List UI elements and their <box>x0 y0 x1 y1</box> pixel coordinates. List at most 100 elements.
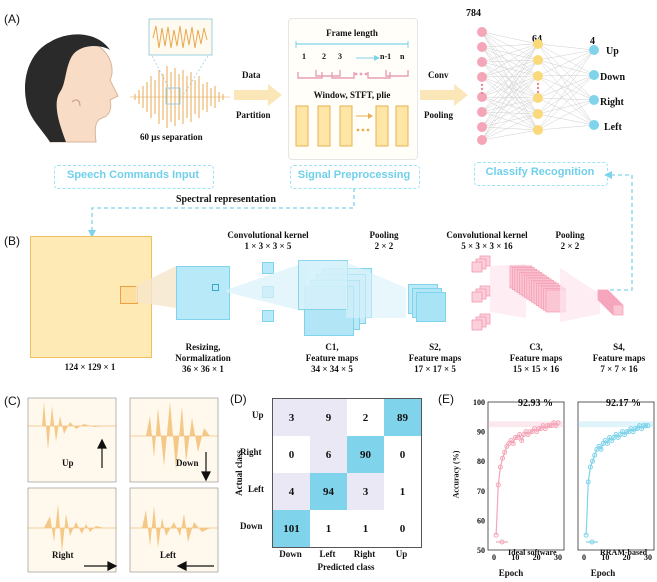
layer-size-4: 4 <box>590 36 595 47</box>
s2-name: S2, <box>429 342 441 352</box>
legend-marker <box>499 539 505 545</box>
data-point <box>598 446 604 452</box>
data-point <box>512 435 518 441</box>
data-point <box>585 479 591 485</box>
data-point <box>604 440 610 446</box>
x-tick-label: 30 <box>554 553 562 562</box>
frame-label-1: 1 <box>302 52 306 61</box>
input-node <box>477 42 487 52</box>
matrix-cell: 0 <box>384 436 421 473</box>
conv-arrow <box>420 84 468 106</box>
col-label-right: Right <box>353 549 376 559</box>
kernel1-title: Convolutional kernel <box>227 230 309 240</box>
row-label-left: Left <box>248 484 264 494</box>
hidden-node <box>533 39 543 49</box>
left-epoch-label: Epoch <box>498 568 524 578</box>
caption-speech-input: Speech Commands Input <box>66 169 200 181</box>
frame-label-n-1: n-1 <box>380 52 392 61</box>
data-point <box>587 464 593 470</box>
wave-label-left: Left <box>160 550 176 560</box>
hidden-node <box>533 93 543 103</box>
x-tick-label: 0 <box>492 553 496 562</box>
input-node <box>477 135 487 145</box>
s2-map-3 <box>416 292 446 322</box>
spectral-label: Spectral representation <box>176 194 276 205</box>
wave-label-right: Right <box>52 550 74 560</box>
x-tick-label: 10 <box>601 553 609 562</box>
resized-patch <box>212 284 219 291</box>
panel-b-label: (B) <box>4 234 20 248</box>
row-label-up: Up <box>252 410 264 420</box>
caption-box-input <box>54 165 214 189</box>
arrow1-top-label: Data <box>242 70 261 80</box>
data-arrow <box>234 84 282 106</box>
matrix-cell: 89 <box>384 399 421 436</box>
plot-frame <box>577 401 655 551</box>
data-point <box>493 532 499 538</box>
y-tick-label: 80 <box>477 457 485 466</box>
series-line <box>495 421 559 536</box>
pool1-title: Pooling <box>369 230 399 240</box>
output-up: Up <box>606 46 619 57</box>
data-point <box>624 429 630 435</box>
waveform-inset <box>148 18 213 56</box>
data-point <box>527 429 533 435</box>
matrix-cell: 3 <box>273 399 310 436</box>
right-epoch-label: Epoch <box>590 568 616 578</box>
pool1-funnel <box>346 262 406 318</box>
data-point <box>536 426 542 432</box>
data-point <box>645 423 651 429</box>
input-node <box>477 27 487 37</box>
accuracy-ylabel: Accuracy (%) <box>451 450 461 499</box>
c1-name: C1, <box>325 342 339 352</box>
hidden-node <box>533 71 543 81</box>
s4-name: S4, <box>613 342 625 352</box>
caption-signal-preprocessing: Signal Preprocessing <box>297 169 411 181</box>
x-tick-label: 20 <box>623 553 631 562</box>
s4-size: 7 × 7 × 16 <box>600 364 638 374</box>
y-tick-label: 70 <box>477 487 485 496</box>
data-point <box>510 440 516 446</box>
output-right: Right <box>600 97 624 108</box>
conv1-funnel <box>226 262 306 312</box>
zoom-lines <box>151 56 209 95</box>
resize-label: Resizing, <box>185 342 221 352</box>
row-label-down: Down <box>240 521 263 531</box>
kernel1-c <box>262 310 274 322</box>
predicted-class-label: Predicted class <box>317 562 375 572</box>
matrix-cell: 2 <box>347 399 384 436</box>
s2-label: Feature maps <box>408 353 462 363</box>
accuracy-band <box>488 421 564 428</box>
separation-label: 60 μs separation <box>140 132 203 142</box>
hidden-node <box>533 55 543 65</box>
kernel2-size: 5 × 3 × 3 × 16 <box>461 241 513 251</box>
wave-label-down: Down <box>176 458 199 468</box>
input-node <box>477 92 487 102</box>
y-tick-label: 60 <box>477 516 485 525</box>
y-tick-label: 50 <box>477 546 485 555</box>
c1-map-1 <box>298 260 348 310</box>
kernel1-a <box>262 262 274 274</box>
data-point <box>590 458 596 464</box>
col-label-left: Left <box>319 549 336 559</box>
pool1-size: 2 × 2 <box>374 241 394 251</box>
pool2-title: Pooling <box>555 230 585 240</box>
output-node <box>589 70 599 80</box>
pool2-size: 2 × 2 <box>560 241 580 251</box>
hidden-node <box>533 125 543 135</box>
resize-label2: Normalization <box>175 353 231 363</box>
data-point <box>500 455 506 461</box>
output-node <box>589 45 599 55</box>
frame-length-label: Frame length <box>326 28 378 38</box>
input-size-label: 124 × 129 × 1 <box>64 362 116 372</box>
left-legend: Ideal software <box>508 548 557 557</box>
matrix-cell: 3 <box>347 473 384 510</box>
frame-diagram <box>295 41 409 79</box>
arrow2-top-label: Conv <box>428 70 449 80</box>
resized-input <box>176 266 230 320</box>
kernel2-title: Convolutional kernel <box>446 230 528 240</box>
plot-frame <box>487 401 565 551</box>
data-point <box>502 449 508 455</box>
c3-label: Feature maps <box>509 353 563 363</box>
data-point <box>519 437 525 443</box>
